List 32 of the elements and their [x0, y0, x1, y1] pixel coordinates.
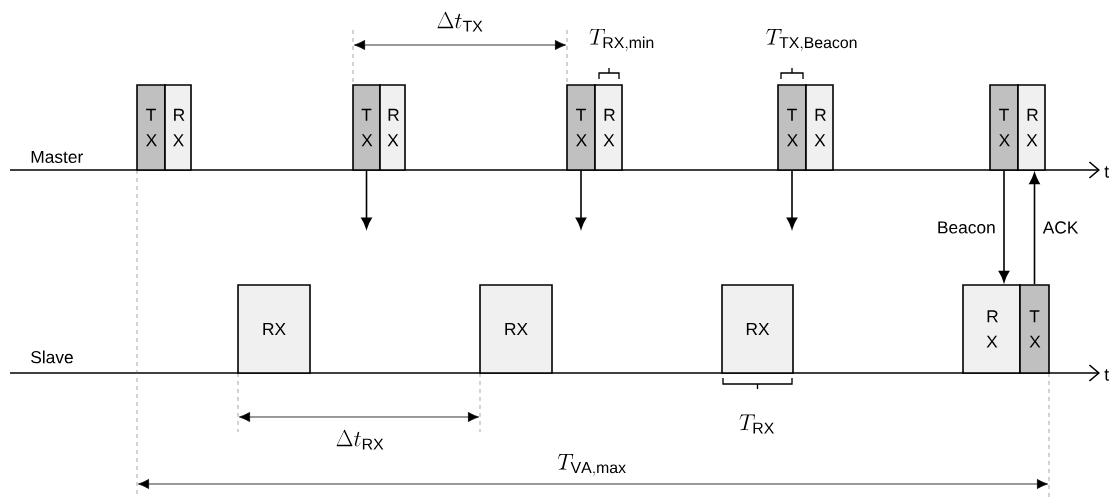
- time-slot-box: RX: [479, 284, 553, 374]
- time-slot-box: R X: [594, 84, 623, 171]
- time-slot-box: T X: [1019, 284, 1050, 374]
- time-symbol: $T_{\mathrm{RX,min}}$: [589, 28, 654, 52]
- time-symbol: $\Delta t_{\mathrm{TX}}$: [437, 11, 483, 32]
- timeline-label: Master: [31, 150, 83, 164]
- time-slot-box: T X: [136, 84, 166, 171]
- time-slot-box: T X: [777, 84, 807, 171]
- time-symbol: $T_{\mathrm{TX,Beacon}}$: [766, 28, 857, 52]
- time-slot-box: R X: [164, 84, 192, 171]
- arrow: [575, 170, 587, 229]
- edge-label: ACK: [1042, 221, 1079, 234]
- time-slot-box: RX: [721, 284, 794, 374]
- arrow: [1029, 172, 1040, 285]
- time-slot-box: R X: [962, 284, 1021, 374]
- arrow: [998, 170, 1010, 283]
- arrow: [786, 170, 798, 229]
- time-slot-box: R X: [805, 84, 834, 171]
- time-symbol: $\Delta t_{\mathrm{RX}}$: [336, 429, 384, 450]
- axis-label: t: [1104, 166, 1109, 178]
- axis-label: t: [1104, 369, 1109, 381]
- time-symbol: $T_{\mathrm{RX}}$: [739, 414, 774, 434]
- time-slot-box: T X: [989, 84, 1019, 171]
- arrow: [361, 170, 372, 229]
- time-symbol: $T_{\mathrm{VA,max}}$: [557, 453, 626, 477]
- time-slot-box: R X: [379, 84, 406, 171]
- time-slot-box: RX: [237, 284, 311, 374]
- time-slot-box: T X: [352, 84, 381, 171]
- timeline-label: Slave: [31, 350, 73, 364]
- time-slot-box: T X: [566, 84, 596, 171]
- time-slot-box: R X: [1017, 84, 1046, 171]
- edge-label: Beacon: [938, 221, 995, 234]
